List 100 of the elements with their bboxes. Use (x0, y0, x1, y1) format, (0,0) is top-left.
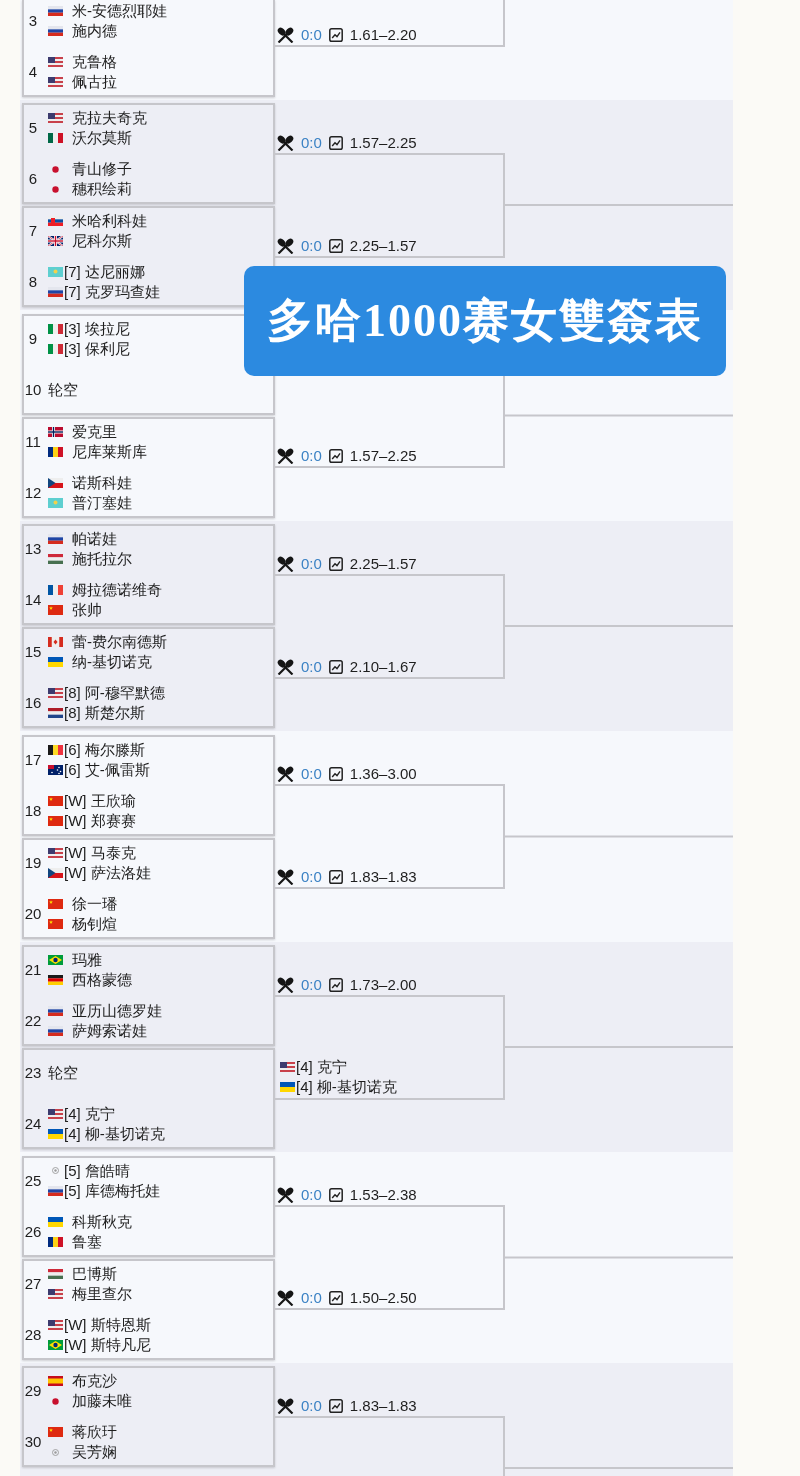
player-name: [6] 艾-佩雷斯 (64, 759, 150, 780)
odds-text: 1.36–3.00 (349, 764, 417, 784)
match-box (22, 416, 275, 518)
score-text: 0:0 (301, 446, 322, 466)
slot-number: 17 (24, 749, 42, 770)
bracket-box (275, 1415, 505, 1476)
player-name: [W] 萨法洛娃 (64, 862, 151, 883)
odds-text: 2.10–1.67 (349, 656, 417, 677)
slot-number: 8 (28, 272, 38, 292)
connector-line (504, 414, 734, 417)
slot-number: 9 (28, 328, 38, 349)
odds-text: 1.50–2.50 (349, 1288, 417, 1308)
match-box (22, 1366, 275, 1467)
bracket-box (275, 1205, 505, 1310)
connector-line (504, 625, 734, 627)
odds-text: 1.83–1.83 (349, 867, 417, 887)
player-name: 科斯秋克 (72, 1211, 132, 1232)
player-name: 青山修子 (72, 159, 132, 179)
score-text: 0:0 (301, 867, 322, 887)
slot-number: 15 (24, 642, 42, 662)
player-name: [7] 克罗玛查娃 (64, 282, 160, 302)
player-name: [W] 郑赛赛 (64, 810, 136, 831)
player-name: 克鲁格 (72, 51, 117, 72)
slot-number: 25 (24, 1170, 42, 1191)
player-name: 沃尔莫斯 (72, 128, 132, 148)
score-text: 0:0 (301, 974, 322, 995)
bracket-box (275, 573, 505, 679)
player-name: 亚历山德罗娃 (72, 1001, 162, 1021)
slot-number: 6 (28, 169, 38, 189)
player-name: [5] 詹皓晴 (64, 1160, 130, 1181)
player-name: 巴博斯 (72, 1263, 117, 1284)
odds-text: 2.25–1.57 (349, 553, 417, 574)
player-name: [6] 梅尔滕斯 (64, 739, 145, 760)
player-name: 施托拉尔 (72, 549, 132, 569)
score-text: 0:0 (301, 1185, 322, 1205)
player-name: [8] 阿-穆罕默德 (64, 683, 165, 703)
player-name: 克拉夫奇克 (72, 108, 147, 128)
match-box (22, 0, 275, 97)
slot-number: 23 (24, 1063, 42, 1083)
score-text: 0:0 (301, 235, 322, 256)
player-name: 施内德 (72, 20, 117, 41)
score-text: 0:0 (301, 553, 322, 574)
slot-number: 21 (24, 960, 42, 980)
player-name: 吴芳娴 (72, 1442, 117, 1462)
match-box (22, 1258, 275, 1360)
title-banner: 多哈1000赛女雙簽表 (244, 266, 726, 376)
odds-text: 1.83–1.83 (349, 1395, 417, 1416)
slot-number: 10 (24, 379, 42, 400)
match-box (22, 1155, 275, 1257)
slot-number: 12 (24, 482, 42, 503)
score-text: 0:0 (301, 25, 322, 45)
slot-number: 22 (24, 1011, 42, 1031)
score-text: 0:0 (301, 764, 322, 784)
slot-number: 11 (25, 431, 41, 452)
match-box (22, 524, 275, 625)
match-box (22, 103, 275, 204)
player-name: 鲁塞 (72, 1231, 102, 1252)
odds-text: 2.25–1.57 (349, 235, 417, 256)
player-name: [4] 克宁 (64, 1104, 115, 1124)
player-name: [W] 马泰克 (64, 842, 136, 863)
slot-number: 24 (24, 1114, 42, 1134)
slot-number: 30 (24, 1432, 42, 1452)
team-name: [4] 柳-基切诺克 (296, 1076, 397, 1097)
slot-number: 14 (24, 590, 42, 610)
bracket-box (275, 152, 505, 258)
player-name: 尼科尔斯 (72, 231, 132, 251)
bye-label: 轮空 (48, 379, 78, 400)
player-name: 米-安德烈耶娃 (72, 0, 167, 21)
player-name: 张帅 (72, 600, 102, 620)
player-name: 穗积绘莉 (72, 179, 132, 199)
match-box (22, 734, 275, 836)
player-name: [7] 达尼丽娜 (64, 262, 145, 282)
player-name: [5] 库德梅托娃 (64, 1180, 160, 1201)
team-name: [4] 克宁 (296, 1056, 347, 1077)
player-name: 梅里查尔 (72, 1283, 132, 1304)
player-name: 米哈利科娃 (72, 211, 147, 231)
connector-line (504, 1467, 734, 1469)
player-name: 蕾-费尔南德斯 (72, 632, 167, 652)
player-name: 西格蒙德 (72, 970, 132, 990)
player-name: [W] 斯特凡尼 (64, 1334, 151, 1355)
slot-number: 4 (28, 61, 38, 82)
odds-text: 1.61–2.20 (349, 25, 417, 45)
player-name: 杨钊煊 (72, 913, 117, 934)
player-name: 姆拉德诺维奇 (72, 580, 162, 600)
player-name: 普汀塞娃 (72, 492, 132, 513)
player-name: 帕诺娃 (72, 529, 117, 549)
match-box (22, 627, 275, 728)
slot-number: 19 (24, 852, 42, 873)
connector-line (504, 1256, 734, 1259)
connector-line (504, 1046, 734, 1048)
connector-line (504, 204, 734, 206)
player-name: 尼库莱斯库 (72, 441, 147, 462)
connector-line (504, 835, 734, 838)
score-text: 0:0 (301, 1288, 322, 1308)
slot-number: 28 (24, 1324, 42, 1345)
match-box (22, 945, 275, 1046)
odds-text: 1.53–2.38 (349, 1185, 417, 1205)
player-name: [4] 柳-基切诺克 (64, 1124, 165, 1144)
score-text: 0:0 (301, 656, 322, 677)
slot-number: 27 (24, 1273, 42, 1294)
